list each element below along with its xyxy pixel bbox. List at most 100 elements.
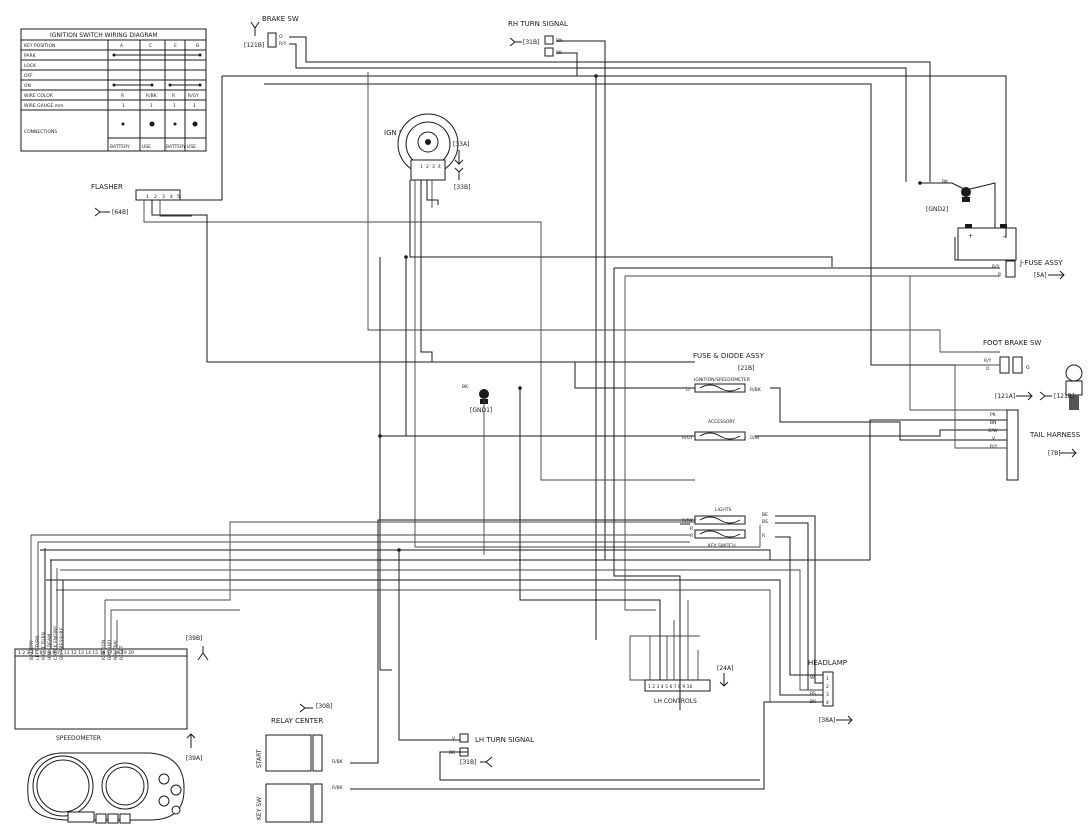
svg-text:R/Y: R/Y	[279, 41, 287, 47]
svg-text:R/Y: R/Y	[992, 264, 1000, 270]
svg-text:KEY POSITION: KEY POSITION	[24, 43, 55, 49]
svg-text:[30B]: [30B]	[316, 703, 332, 710]
ignition-table-title: IGNITION SWITCH WIRING DIAGRAM	[50, 32, 158, 39]
svg-text:[39B]: [39B]	[186, 635, 202, 642]
flasher: FLASHER 1 2 3 4 5 [64B]	[91, 183, 181, 217]
svg-text:[121B]: [121B]	[1054, 393, 1074, 400]
svg-text:USE: USE	[187, 144, 196, 150]
svg-text:[33A]: [33A]	[453, 141, 469, 148]
svg-text:BS: BS	[762, 519, 768, 525]
svg-text:START: START	[256, 749, 263, 768]
ignition-table-header: KEY POSITION A C E B	[24, 43, 199, 49]
svg-text:5: 5	[177, 194, 180, 200]
ground-gnd1: BK [GND1]	[462, 384, 492, 414]
svg-text:CHECK ENGINE: CHECK ENGINE	[53, 626, 59, 660]
svg-text:ACCESSORY: ACCESSORY	[708, 419, 735, 425]
svg-text:O/W: O/W	[750, 435, 760, 441]
svg-text:KEY SWITCH: KEY SWITCH	[708, 543, 736, 549]
svg-text:3: 3	[162, 194, 165, 200]
svg-text:3: 3	[432, 164, 435, 170]
svg-text:BS: BS	[810, 691, 816, 697]
svg-text:1: 1	[150, 103, 153, 109]
row-label-wire-color: WIRE COLOR	[24, 93, 53, 99]
svg-text:[7B]: [7B]	[1048, 450, 1061, 457]
svg-text:R/GY: R/GY	[682, 435, 693, 441]
svg-text:R: R	[690, 526, 693, 532]
svg-text:IGN SW: IGN SW	[384, 129, 410, 137]
svg-text:V: V	[992, 436, 996, 442]
svg-text:IGNITION: IGNITION	[101, 640, 107, 661]
svg-text:C: C	[149, 43, 152, 49]
svg-text:RESET: RESET	[119, 645, 125, 660]
svg-text:1: 1	[146, 194, 149, 200]
relay-center: [30B] RELAY CENTER START KEY SW R/BK R/B…	[256, 703, 344, 823]
row-label-lock: LOCK	[24, 63, 37, 69]
row-label-on: ON	[24, 83, 31, 89]
svg-text:O: O	[686, 387, 690, 393]
svg-text:1: 1	[826, 676, 829, 682]
svg-text:BN: BN	[990, 420, 996, 426]
svg-text:LIGHTS: LIGHTS	[715, 507, 731, 513]
svg-text:B: B	[196, 43, 199, 49]
svg-text:−: −	[1002, 233, 1007, 240]
svg-text:A: A	[120, 43, 124, 49]
svg-text:R: R	[121, 93, 124, 99]
svg-text:[38A]: [38A]	[819, 717, 835, 724]
svg-text:RIGHT TURN: RIGHT TURN	[41, 632, 47, 660]
brake-switch: BRAKE SW [121B] O R/Y	[244, 15, 299, 49]
svg-text:O: O	[986, 366, 990, 372]
svg-text:BK: BK	[449, 750, 456, 756]
svg-text:2: 2	[426, 164, 429, 170]
svg-text:FOOT BRAKE SW: FOOT BRAKE SW	[983, 339, 1041, 347]
svg-text:[39A]: [39A]	[186, 755, 202, 762]
wiring-harness	[30, 36, 1007, 790]
svg-text:[121A]: [121A]	[995, 393, 1015, 400]
svg-text:[33B]: [33B]	[454, 184, 470, 191]
svg-text:KEY SW: KEY SW	[256, 797, 263, 820]
battery-ground: BK [GND2] + −	[926, 179, 1017, 261]
svg-text:[GND2]: [GND2]	[926, 206, 948, 213]
tail-harness: PK BN O/W V R/Y TAIL HARNESS [7B]	[988, 409, 1081, 481]
svg-text:NEUTRAL: NEUTRAL	[113, 639, 119, 660]
svg-text:FLASHER: FLASHER	[91, 183, 123, 191]
lh-turn-signal: V LH TURN SIGNAL BK [31B]	[449, 733, 534, 768]
svg-text:TAIL HARNESS: TAIL HARNESS	[1029, 431, 1081, 439]
svg-text:BATTERY: BATTERY	[166, 144, 186, 150]
svg-text:1 2 3 4 5 6 7 8 9 10: 1 2 3 4 5 6 7 8 9 10	[648, 684, 693, 690]
svg-text:BATTERY: BATTERY	[29, 640, 35, 660]
svg-text:V: V	[452, 736, 456, 742]
svg-text:O: O	[279, 34, 283, 40]
svg-text:[31B]: [31B]	[460, 759, 476, 766]
speedometer-connector: 1 2 3 4 5 6 7 8 9 10 11 12 13 14 15 16 1…	[14, 626, 209, 762]
svg-text:BATTERY: BATTERY	[110, 144, 130, 150]
svg-text:4: 4	[170, 194, 173, 200]
svg-text:1: 1	[173, 103, 176, 109]
svg-text:J-FUSE ASSY: J-FUSE ASSY	[1019, 259, 1063, 267]
svg-text:HEADLAMP: HEADLAMP	[808, 659, 847, 667]
svg-text:R/BK: R/BK	[750, 387, 762, 393]
svg-text:BRAKE SW: BRAKE SW	[262, 15, 299, 23]
svg-text:R/GY: R/GY	[188, 93, 199, 99]
row-label-wire-gauge: WIRE GAUGE mm	[24, 103, 64, 109]
svg-text:R: R	[998, 272, 1001, 278]
rh-turn-signal: RH TURN SIGNAL [31B] BN BK	[508, 20, 568, 57]
svg-text:4: 4	[826, 700, 829, 706]
svg-text:[31B]: [31B]	[523, 39, 539, 46]
svg-text:1: 1	[122, 103, 125, 109]
foot-brake-switch: FOOT BRAKE SW R/Y O O [121A] [121B]	[983, 339, 1083, 410]
svg-text:OIL PRESSURE: OIL PRESSURE	[59, 627, 65, 660]
svg-text:BE: BE	[762, 512, 768, 518]
svg-text:+: +	[968, 233, 973, 240]
svg-text:HIGH BEAM: HIGH BEAM	[47, 634, 53, 660]
svg-text:RH TURN SIGNAL: RH TURN SIGNAL	[508, 20, 568, 28]
svg-text:[5A]: [5A]	[1034, 272, 1047, 279]
svg-text:3: 3	[826, 692, 829, 698]
svg-text:PK: PK	[990, 412, 997, 418]
svg-text:2: 2	[826, 684, 829, 690]
svg-text:R/Y: R/Y	[990, 444, 998, 450]
svg-text:LH CONTROLS: LH CONTROLS	[654, 698, 697, 705]
svg-text:O/W: O/W	[988, 428, 998, 434]
svg-text:R/Y: R/Y	[984, 358, 992, 364]
svg-text:GROUND: GROUND	[107, 639, 113, 660]
